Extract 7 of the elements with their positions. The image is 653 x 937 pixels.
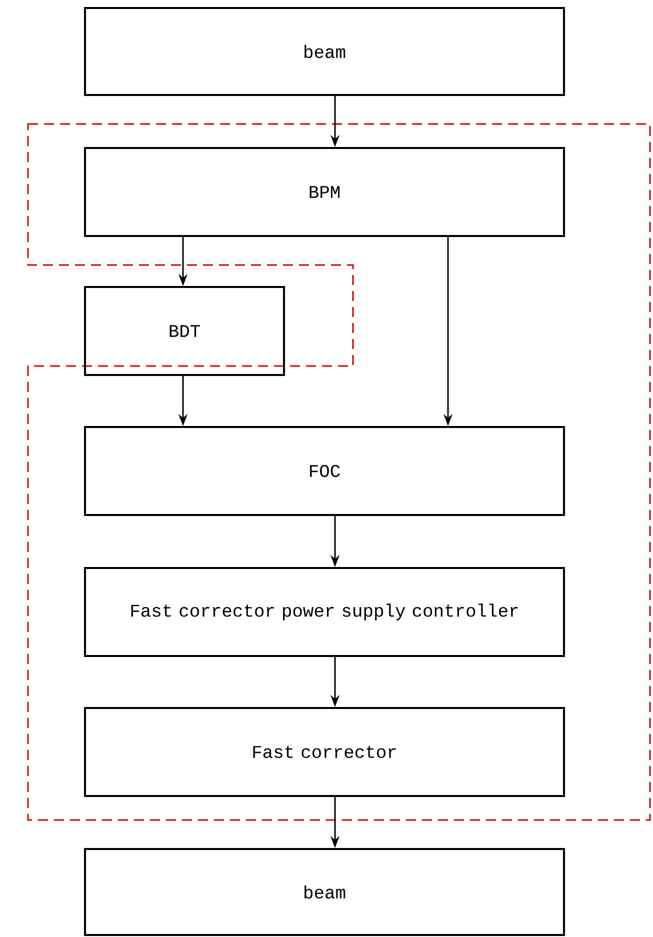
process-box: BPM [84, 147, 565, 237]
process-box: Fast corrector [84, 707, 565, 797]
process-box: beam [84, 7, 565, 96]
process-box: beam [84, 848, 565, 936]
process-box: FOC [84, 426, 565, 516]
process-box: BDT [84, 286, 285, 376]
process-box: Fast corrector power supply controller [84, 567, 565, 657]
